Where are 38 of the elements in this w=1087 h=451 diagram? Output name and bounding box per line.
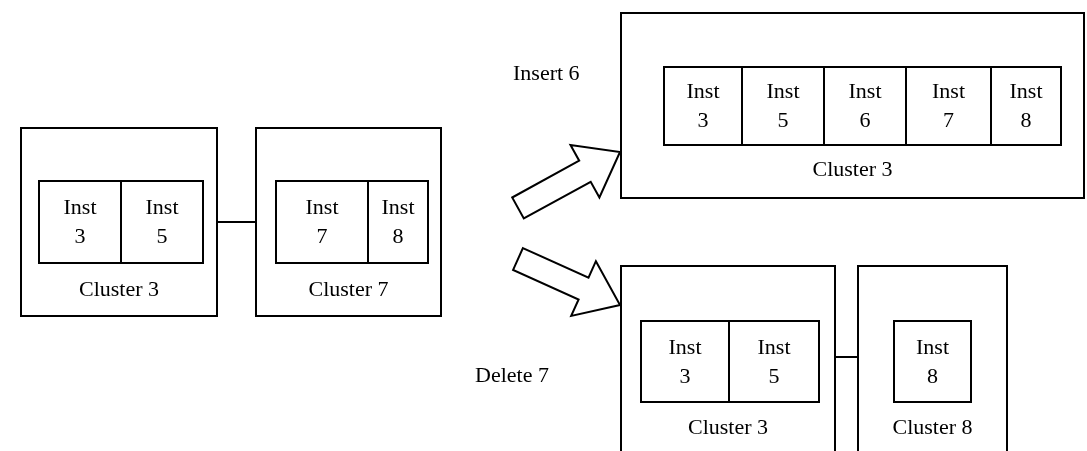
cluster-box — [20, 127, 218, 317]
instance-label: Inst 5 — [756, 332, 792, 390]
cluster-box — [620, 265, 836, 451]
instance-label: Inst 8 — [915, 332, 950, 390]
cluster-label: Cluster 8 — [891, 414, 974, 440]
instance-box — [367, 180, 429, 264]
instance-label: Inst 3 — [685, 77, 721, 134]
instance-box — [275, 180, 369, 264]
instance-box — [990, 66, 1062, 146]
cluster-box — [620, 12, 1085, 199]
block-arrow — [511, 246, 622, 318]
cluster-label: Cluster 7 — [307, 276, 390, 302]
instance-label: Inst 3 — [667, 332, 703, 390]
instance-label: Inst 5 — [765, 77, 801, 134]
cluster-box — [857, 265, 1008, 451]
block-arrow — [510, 143, 622, 220]
instance-label: Inst 8 — [1008, 77, 1044, 134]
cluster-label: Cluster 3 — [686, 414, 770, 440]
instance-label: Inst 3 — [62, 193, 98, 250]
instance-box — [663, 66, 743, 146]
instance-box — [893, 320, 972, 403]
cluster-box — [255, 127, 442, 317]
instance-label: Inst 7 — [931, 77, 966, 134]
instance-box — [823, 66, 907, 146]
instance-box — [38, 180, 122, 264]
instance-label: Inst 5 — [144, 193, 180, 250]
instance-box — [728, 320, 820, 403]
connector-line — [217, 221, 256, 223]
instance-box — [741, 66, 825, 146]
instance-label: Inst 7 — [304, 193, 340, 250]
instance-box — [640, 320, 730, 403]
instance-box — [120, 180, 204, 264]
cluster-label: Cluster 3 — [811, 156, 894, 182]
instance-label: Inst 6 — [847, 77, 883, 134]
connector-line — [835, 356, 858, 358]
cluster-label: Cluster 3 — [77, 276, 161, 302]
instance-label: Inst 8 — [380, 193, 416, 250]
instance-box — [905, 66, 992, 146]
